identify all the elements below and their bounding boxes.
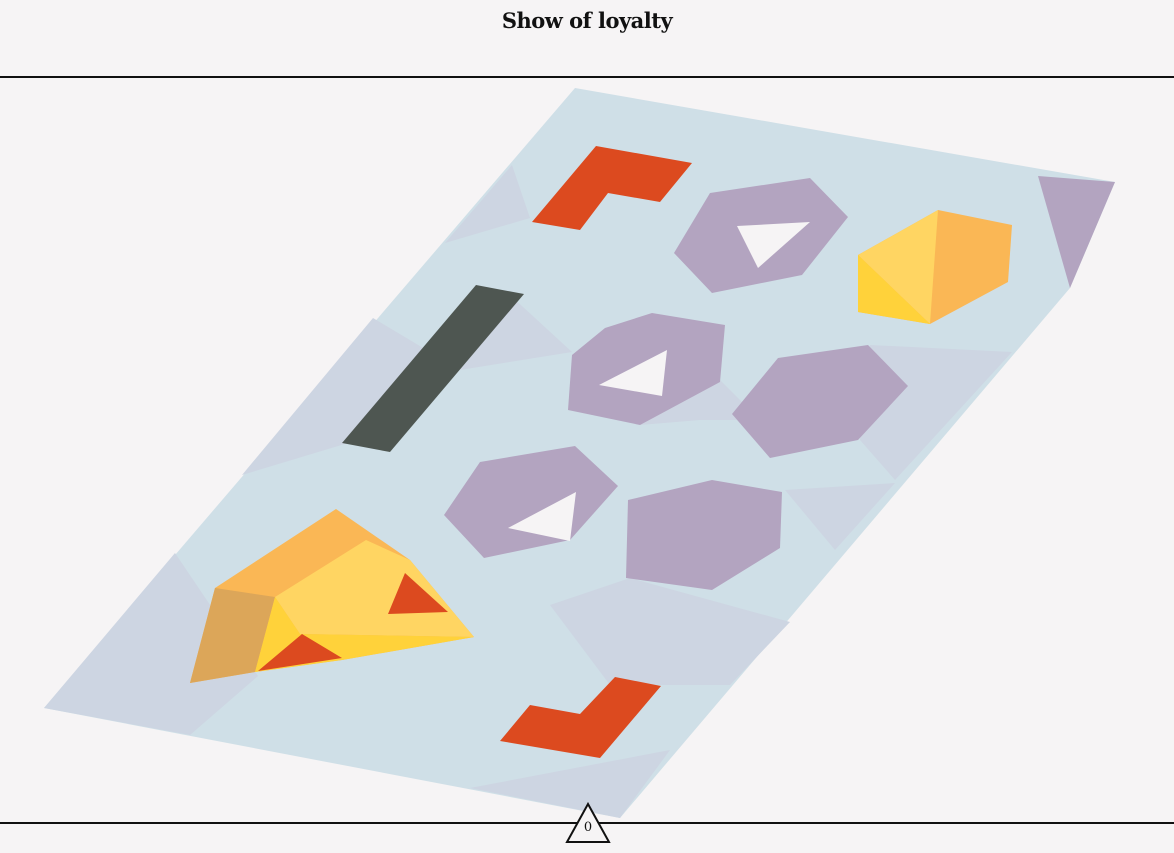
page-title: Show of loyalty [501,8,673,33]
gem-facet-1 [858,210,938,324]
board-facet-bottom-edge [470,750,670,818]
pyramid-red-facet-1 [388,573,448,614]
triangle-marker-2 [599,350,667,396]
board-facet-bottom [550,578,790,685]
board-facet-right-low [785,483,895,550]
dark-bar-piece[interactable] [342,285,524,452]
board-facet-hex-shadow [640,380,760,425]
triangle-marker-1 [737,222,810,268]
board-facet-left [44,553,258,735]
pyramid-red-facet-2 [258,634,342,671]
l-piece-top[interactable] [532,146,692,230]
board-facet-top-left [445,165,530,243]
pyramid-facet-left [190,588,275,683]
triangle-marker-3 [508,492,576,541]
board-facet-mid-left [242,318,460,475]
header-divider [0,76,1174,78]
hex-tile-3[interactable] [444,446,618,558]
hex-tile-4[interactable] [732,345,908,458]
triangle-icon [565,801,611,843]
score-value: 0 [583,820,593,835]
l-piece-bottom[interactable] [500,677,661,758]
corner-triangle-piece[interactable] [1038,176,1115,288]
hex-tile-5[interactable] [626,480,782,590]
board-facet-center [460,295,572,370]
gem-facet-2 [858,255,930,324]
score-counter: 0 [565,801,611,844]
